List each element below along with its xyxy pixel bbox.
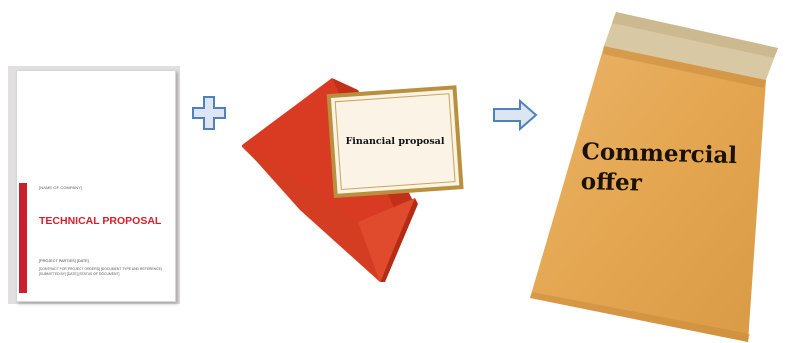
company-name-placeholder: [NAME OF COMPANY]: [39, 185, 82, 190]
plus-icon: [191, 95, 227, 131]
technical-proposal-title: TECHNICAL PROPOSAL: [39, 215, 161, 227]
document-red-bar: [19, 183, 27, 293]
technical-proposal-document: [NAME OF COMPANY] TECHNICAL PROPOSAL [PR…: [16, 70, 176, 302]
contract-placeholder: [CONTRACT FOR PROJECT ORDERS] [DOCUMENT …: [39, 267, 169, 277]
commercial-offer-line1: Commercial: [581, 137, 737, 171]
financial-proposal-label: Financial proposal: [343, 136, 447, 147]
commercial-offer-label: Commercial offer: [580, 137, 737, 201]
financial-proposal-envelope: [240, 70, 480, 285]
project-placeholder: [PROJECT PARTIES] [DATE]: [39, 259, 89, 263]
commercial-offer-line2: offer: [580, 167, 736, 201]
